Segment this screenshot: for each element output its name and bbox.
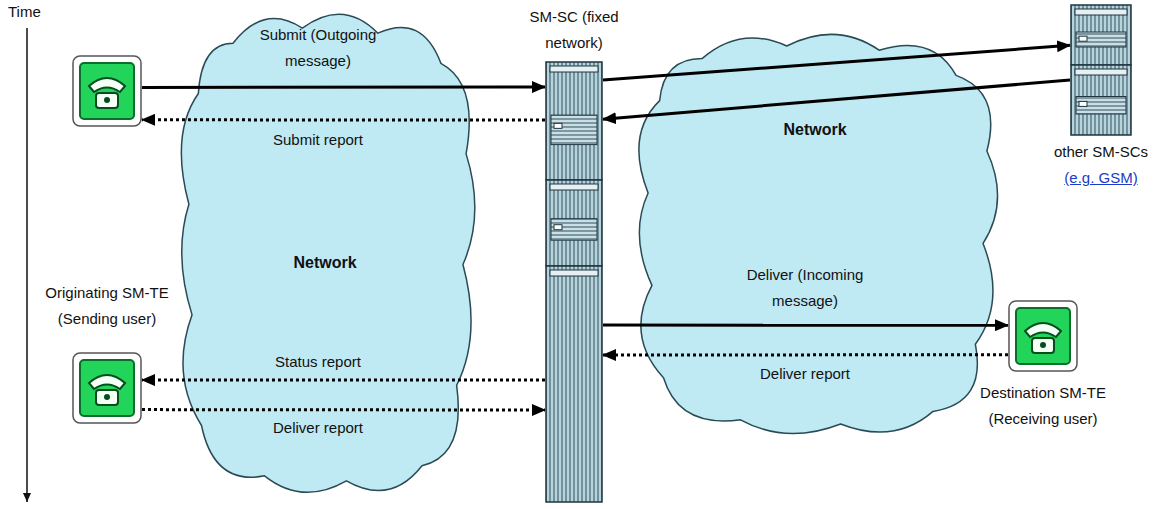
edge-label: Submit report (238, 130, 398, 150)
text-holder: Network (270, 250, 380, 276)
edge-label-holder: Deliver report (725, 364, 885, 384)
edge-label-holder: Deliver (Incoming message) (725, 262, 885, 314)
terminal-phone: Destination SM-TE (Receiving user) (1008, 300, 1078, 372)
text-holder: Destination SM-TE (Receiving user) (968, 380, 1118, 432)
edge-label: Deliver report (238, 418, 398, 438)
edge-label: Status report (238, 352, 398, 372)
edge-label-holder: Submit (Outgoing message) (238, 22, 398, 74)
message-arrow (603, 324, 1008, 327)
node-label: Originating SM-TE (Sending user) (37, 280, 177, 332)
edge-label: Submit (Outgoing message) (238, 22, 398, 74)
axis-label: Time (8, 2, 41, 22)
text-holder: Network (755, 117, 875, 143)
node-label: other SM-SCs (1046, 139, 1156, 165)
terminal-phone: Originating SM-TE (Sending user) (72, 55, 142, 127)
edge-label: Deliver report (725, 364, 885, 384)
text-holder: Originating SM-TE (Sending user) (37, 280, 177, 332)
server-icon (545, 62, 603, 502)
phone-icon (72, 352, 142, 424)
network-label: Network (755, 117, 875, 143)
text-holder: other SM-SCs(e.g. GSM) (1046, 139, 1156, 191)
node-label: Destination SM-TE (Receiving user) (968, 380, 1118, 432)
service-centre: SM-SC (fixed network) (545, 62, 603, 502)
edge-label-holder: Submit report (238, 130, 398, 150)
label-holder: Time (8, 2, 41, 22)
server-icon (1070, 5, 1132, 135)
time-axis (0, 0, 60, 509)
text-holder: SM-SC (fixed network) (509, 4, 639, 56)
edge-label: Deliver (Incoming message) (725, 262, 885, 314)
edge-label-holder: Deliver report (238, 418, 398, 438)
network-label: Network (270, 250, 380, 276)
phone-icon (72, 55, 142, 127)
terminal-phone (72, 352, 142, 424)
other-service-centre: other SM-SCs(e.g. GSM) (1070, 5, 1132, 135)
message-arrow (142, 86, 545, 89)
phone-icon (1008, 300, 1078, 372)
node-label: (e.g. GSM) (1046, 165, 1156, 191)
node-label: SM-SC (fixed network) (509, 4, 639, 56)
edge-label-holder: Status report (238, 352, 398, 372)
